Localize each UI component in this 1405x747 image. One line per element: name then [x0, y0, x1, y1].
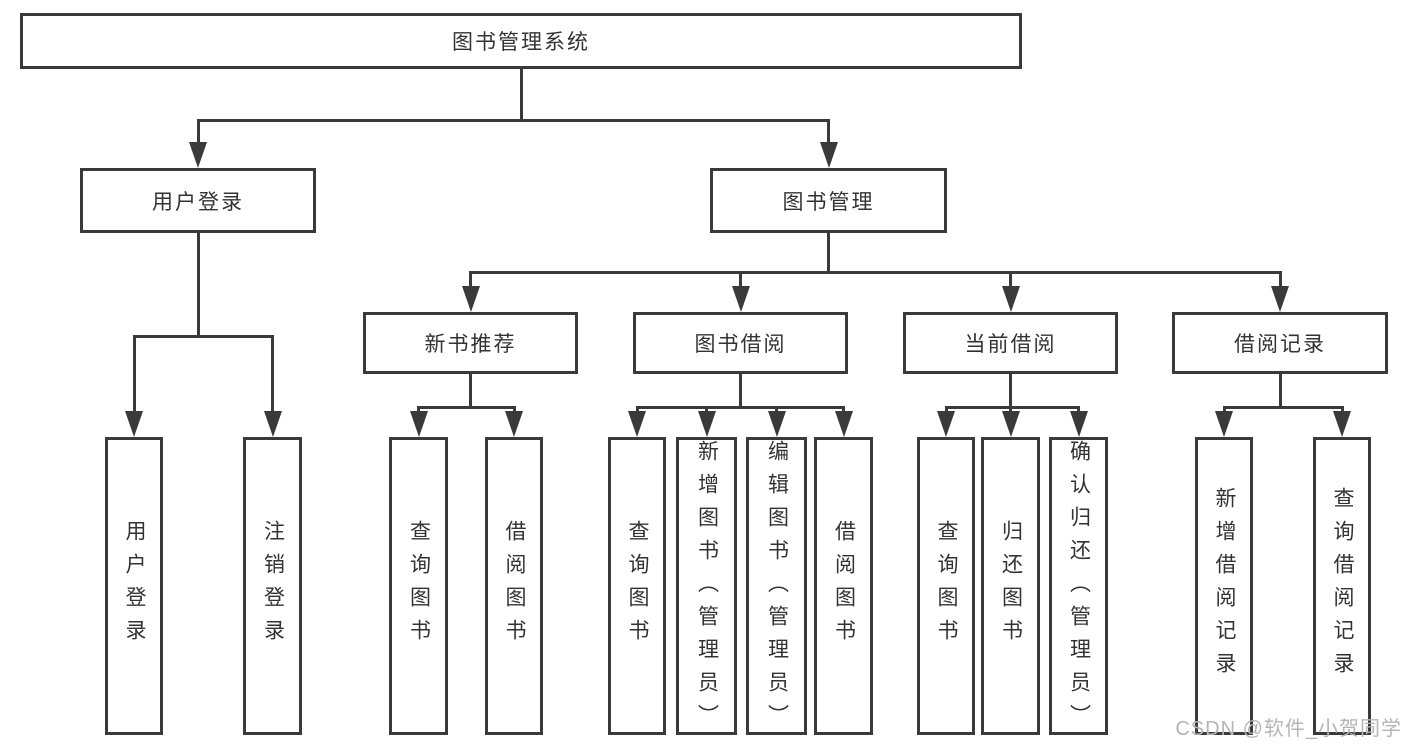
connector-line	[132, 336, 136, 417]
connector-line	[1278, 272, 1282, 292]
arrow-down-icon	[731, 286, 750, 312]
node-label: 新书推荐	[424, 333, 517, 356]
connector-line	[271, 336, 274, 417]
node-bb-query-books: 查询图书	[608, 437, 666, 735]
connector-line	[1009, 272, 1012, 292]
connector-line	[519, 68, 523, 122]
node-cb-confirm-return-admin: 确认归还（管理员）	[1049, 437, 1108, 737]
node-label: 图书管理系统	[452, 31, 590, 54]
connector-line	[1009, 373, 1012, 409]
connector-line	[469, 270, 1282, 274]
connector-line	[635, 405, 845, 409]
connector-line	[1278, 373, 1282, 409]
node-label: 图书借阅	[694, 333, 787, 356]
node-user-login: 用户登录	[80, 168, 316, 233]
arrow-down-icon	[628, 411, 646, 437]
arrow-down-icon	[937, 411, 955, 437]
arrow-down-icon	[1001, 411, 1020, 437]
connector-line	[469, 272, 472, 292]
arrow-down-icon	[1271, 286, 1289, 312]
csdn-watermark: CSDN @软件_小贺同学	[1175, 718, 1402, 740]
node-bb-borrow-books: 借阅图书	[814, 437, 873, 735]
node-cb-query-books: 查询图书	[917, 437, 975, 735]
node-label: 编辑图书（管理员）	[765, 440, 789, 737]
arrow-down-icon	[697, 411, 716, 437]
node-label: 确认归还（管理员）	[1067, 440, 1091, 737]
arrow-down-icon	[263, 411, 282, 437]
connector-line	[739, 373, 742, 409]
arrow-down-icon	[819, 142, 838, 168]
node-book-management: 图书管理	[710, 168, 947, 233]
arrow-down-icon	[461, 286, 480, 312]
node-new-book-recommendation: 新书推荐	[363, 312, 578, 374]
node-br-add-record: 新增借阅记录	[1195, 437, 1253, 735]
node-bb-add-book-admin: 新增图书（管理员）	[676, 437, 737, 737]
arrow-down-icon	[409, 411, 428, 437]
connector-line	[196, 120, 200, 148]
node-label: 借阅图书	[503, 520, 526, 652]
node-bb-edit-book-admin: 编辑图书（管理员）	[746, 437, 807, 737]
connector-line	[739, 272, 742, 292]
node-br-query-record: 查询借阅记录	[1313, 437, 1371, 735]
node-nbr-query-books: 查询图书	[389, 437, 448, 735]
connector-line	[469, 373, 472, 409]
node-label: 借阅图书	[832, 520, 856, 652]
arrow-down-icon	[125, 411, 143, 437]
node-label: 用户登录	[152, 190, 244, 214]
node-nbr-borrow-books: 借阅图书	[485, 437, 543, 735]
node-borrowing-records: 借阅记录	[1172, 312, 1388, 374]
arrow-down-icon	[1333, 411, 1351, 437]
node-label: 新增借阅记录	[1213, 487, 1236, 685]
arrow-down-icon	[505, 411, 523, 437]
node-book-management-system: 图书管理系统	[20, 13, 1022, 69]
arrow-down-icon	[189, 142, 207, 168]
node-label: 用户登录	[123, 520, 146, 652]
node-label: 新增图书（管理员）	[695, 440, 719, 737]
connector-line	[944, 405, 1080, 409]
node-label: 查询图书	[626, 520, 649, 652]
node-label: 查询图书	[407, 520, 431, 652]
node-label: 图书管理	[782, 190, 875, 214]
arrow-down-icon	[767, 411, 786, 437]
node-label: 注销登录	[261, 520, 285, 652]
arrow-down-icon	[1215, 411, 1233, 437]
node-label: 借阅记录	[1234, 333, 1326, 356]
node-cb-return-books: 归还图书	[981, 437, 1040, 735]
node-logout-leaf: 注销登录	[243, 437, 302, 735]
connector-line	[827, 232, 830, 274]
node-label: 当前借阅	[964, 333, 1057, 356]
node-label: 归还图书	[999, 520, 1023, 652]
arrow-down-icon	[1069, 411, 1088, 437]
node-label: 查询图书	[935, 520, 958, 652]
node-book-borrowing: 图书借阅	[633, 312, 848, 374]
node-current-borrowing: 当前借阅	[903, 312, 1118, 374]
node-user-login-leaf: 用户登录	[105, 437, 163, 735]
arrow-down-icon	[1001, 286, 1020, 312]
connector-line	[1222, 405, 1344, 409]
connector-line	[196, 118, 830, 122]
connector-line	[827, 120, 830, 148]
connector-line	[132, 334, 274, 338]
connector-line	[196, 232, 200, 338]
arrow-down-icon	[834, 411, 853, 437]
connector-line	[417, 405, 516, 409]
node-label: 查询借阅记录	[1331, 487, 1354, 685]
